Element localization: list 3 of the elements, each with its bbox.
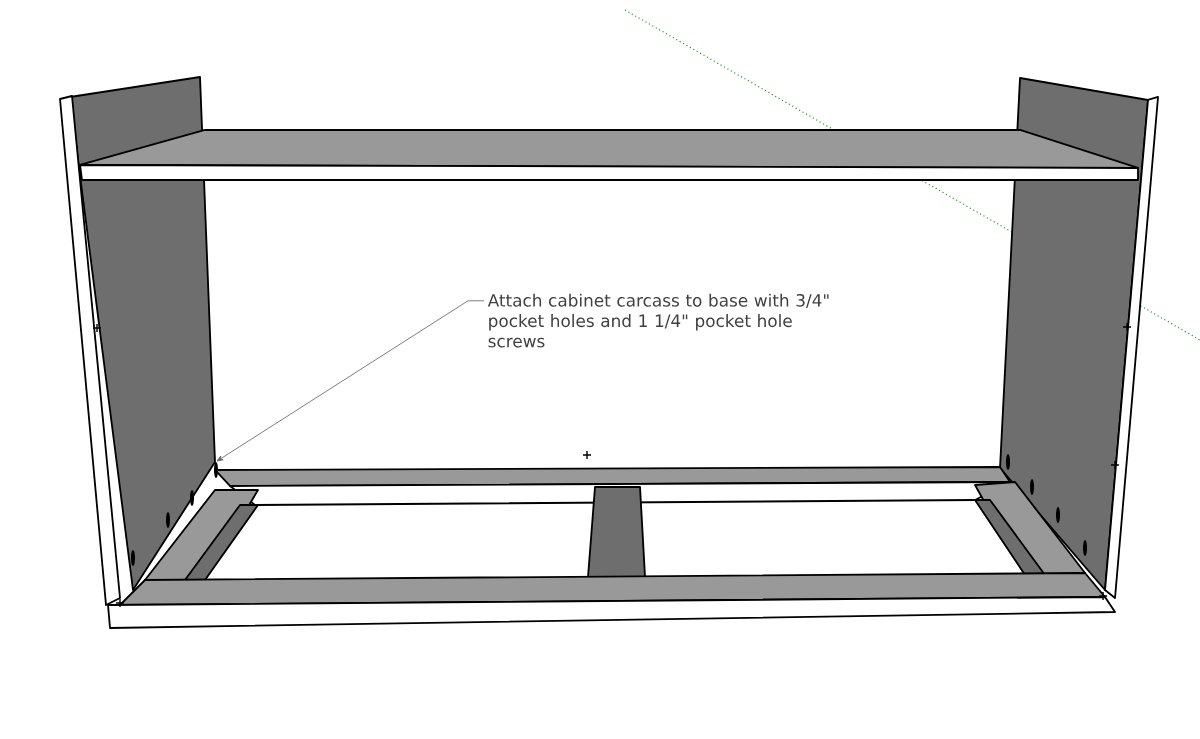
pocket-hole bbox=[214, 462, 218, 478]
leader-line bbox=[216, 300, 485, 462]
callout-text: Attach cabinet carcass to base with 3/4" pocket holes and 1 1/4" pocket hole screws bbox=[487, 293, 829, 348]
